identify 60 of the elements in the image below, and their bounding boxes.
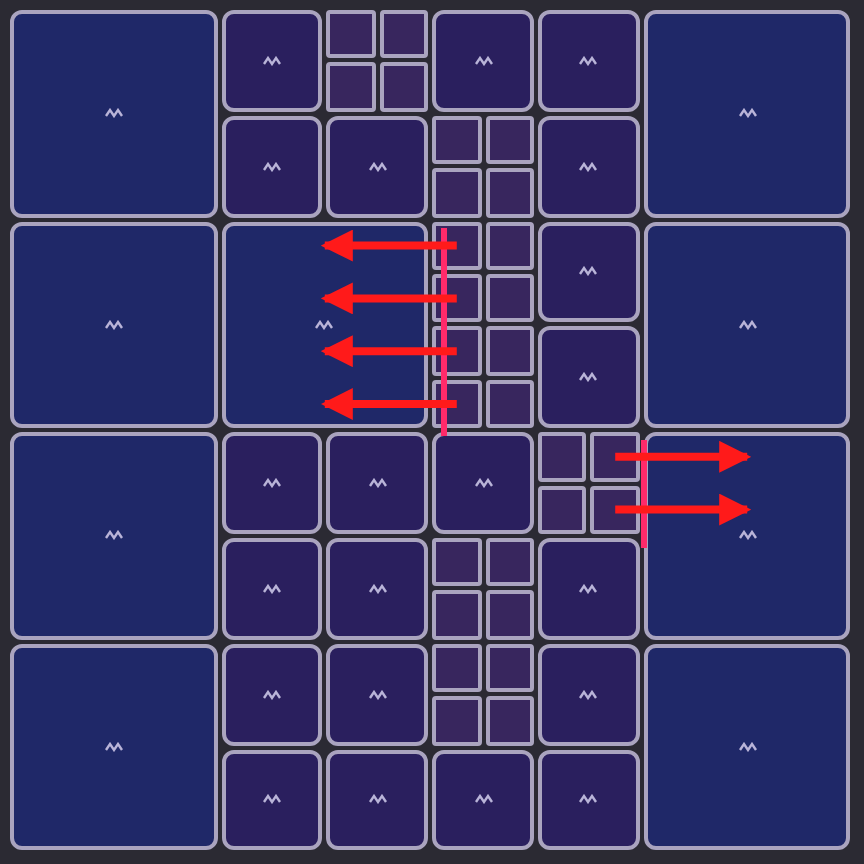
tile: [221, 10, 323, 112]
large-tile: [10, 432, 218, 640]
tile: [538, 643, 640, 746]
large-tile: [643, 10, 851, 218]
tile: [221, 538, 323, 640]
small-cell: [538, 432, 587, 482]
small-cell: [432, 696, 482, 746]
tile: [538, 326, 640, 429]
tile: [221, 643, 323, 746]
tile: [538, 749, 640, 851]
tile: [326, 432, 429, 534]
small-cell: [590, 485, 640, 534]
tile: [432, 10, 534, 112]
small-cell: [432, 168, 482, 218]
small-cell: [379, 10, 429, 59]
tile: [538, 538, 640, 640]
tile: [326, 538, 429, 640]
tile: [538, 221, 640, 323]
small-cell: [485, 379, 534, 429]
small-cell: [432, 590, 482, 640]
large-tile: [643, 643, 851, 851]
small-cell: [485, 643, 534, 693]
arrow: [320, 282, 457, 315]
large-tile: [10, 221, 218, 429]
small-cell: [485, 274, 534, 323]
small-cell: [590, 432, 640, 482]
small-cell: [326, 62, 376, 112]
tile: [432, 432, 534, 534]
tile: [221, 749, 323, 851]
large-tile: [221, 221, 429, 429]
small-cell: [485, 168, 534, 218]
tile: [538, 10, 640, 112]
arrow: [615, 493, 752, 526]
tile: [326, 643, 429, 746]
small-cell: [485, 538, 534, 587]
large-tile: [10, 10, 218, 218]
small-cell: [379, 62, 429, 112]
small-cell: [326, 10, 376, 59]
tile: [221, 432, 323, 534]
small-cell: [432, 115, 482, 165]
small-cell: [485, 326, 534, 376]
arrow: [320, 229, 457, 262]
arrow: [320, 388, 457, 420]
small-cell: [485, 696, 534, 746]
large-tile: [10, 643, 218, 851]
small-cell: [485, 590, 534, 640]
large-tile: [643, 432, 851, 640]
arrow: [320, 335, 457, 368]
small-cell: [485, 221, 534, 270]
arrow: [615, 440, 752, 473]
small-cell: [538, 485, 587, 534]
small-cell: [485, 115, 534, 165]
small-cell: [432, 643, 482, 693]
tile: [221, 115, 323, 218]
tile: [326, 749, 429, 851]
tile: [432, 749, 534, 851]
small-cell: [432, 538, 482, 587]
tile: [538, 115, 640, 218]
large-tile: [643, 221, 851, 429]
tile: [326, 115, 429, 218]
